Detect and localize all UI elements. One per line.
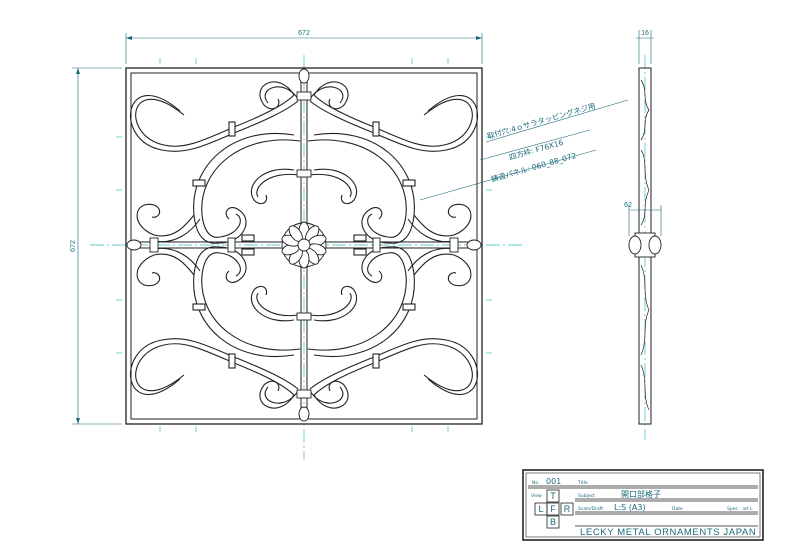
tb-title-label: Title <box>577 480 588 486</box>
side-profile-details <box>640 79 650 411</box>
tb-spec-label: Spec <box>727 506 738 512</box>
dim-left-height: 672 <box>70 67 122 425</box>
tb-date-label: Date <box>672 506 683 512</box>
dim-side-thickness-label: 16 <box>641 30 649 37</box>
title-block: No. 001 Title View Subject 開口部格子 Scale/D… <box>522 469 764 541</box>
tb-no-value: 001 <box>546 477 561 486</box>
leader-mounting-holes: 取付穴:4ｏサラタッピングネジ用 <box>486 100 597 141</box>
rosette <box>281 221 327 269</box>
tb-view-right: R <box>564 504 571 514</box>
dim-side-thickness: 16 <box>636 30 654 64</box>
outer-frame <box>125 67 483 425</box>
tb-view-label: View <box>531 493 542 499</box>
scroll-ornament-bottom-left <box>129 246 301 409</box>
front-view: 672 672 取付穴:4ｏサラタッピングネジ用 四方枠: F76X16 鋳造パ… <box>70 30 629 460</box>
tb-spec-value: wt L <box>743 506 753 512</box>
tb-no-label: No. <box>532 480 539 486</box>
tb-view-boxes <box>534 489 574 529</box>
tb-view-bottom: B <box>550 517 556 527</box>
tb-view-top: T <box>550 491 556 501</box>
scroll-ornament-bottom-right <box>307 246 479 409</box>
scroll-ornament-top-right <box>307 81 479 244</box>
side-view: 16 62 <box>624 30 662 440</box>
dim-side-boss-label: 62 <box>624 202 632 209</box>
tb-scale-label: Scale/Draft <box>578 506 603 512</box>
tb-view-left: L <box>538 504 543 514</box>
scroll-ornament-top-left <box>129 81 301 244</box>
grid-ticks <box>116 58 492 432</box>
dim-side-boss: 62 <box>624 202 662 236</box>
tb-company: LECKY METAL ORNAMENTS JAPAN <box>580 527 756 538</box>
tb-scale-value: L:S (A3) <box>614 503 646 512</box>
tb-subject-label: Subject <box>578 493 595 499</box>
dim-top-width-label: 672 <box>298 30 310 37</box>
bar-collars <box>126 68 482 422</box>
tb-view-front: F <box>550 504 556 514</box>
dim-left-height-label: 672 <box>70 240 77 252</box>
side-rosette-boss <box>628 232 662 258</box>
tb-subject-value: 開口部格子 <box>621 489 661 499</box>
leader-notes: 取付穴:4ｏサラタッピングネジ用 四方枠: F76X16 鋳造パネル: 060_… <box>419 99 629 201</box>
dim-top-width: 672 <box>125 30 483 64</box>
